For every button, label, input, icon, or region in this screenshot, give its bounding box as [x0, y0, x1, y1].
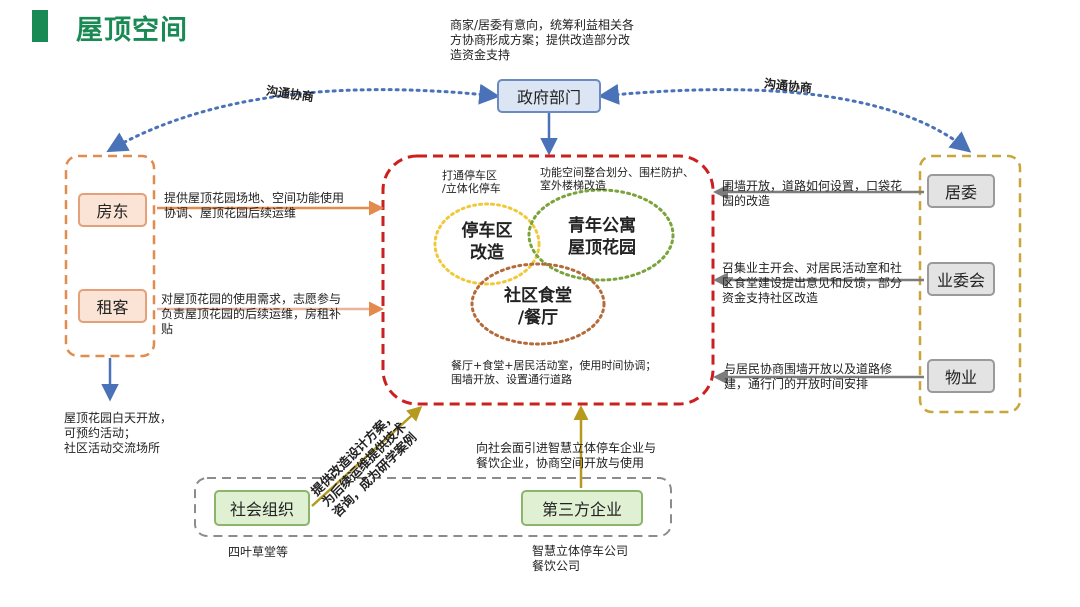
- third-party-sub: 智慧立体停车公司 餐饮公司: [532, 544, 629, 573]
- social-org-box: 社会组织: [214, 490, 310, 526]
- third-party-note: 向社会面引进智慧立体停车企业与 餐饮企业，协商空间开放与使用: [476, 441, 657, 470]
- circle-parking-label: 停车区 改造: [461, 221, 513, 263]
- parking-note: 打通停车区 /立体化停车: [442, 169, 501, 195]
- property-box: 物业: [927, 359, 995, 393]
- page-title: 屋顶空间: [76, 15, 188, 46]
- owners-committee-box: 业委会: [927, 262, 995, 296]
- right-group-container: [918, 154, 1022, 414]
- bottom-group-container: [194, 477, 672, 537]
- left-group-container: [64, 154, 156, 358]
- title-accent-bar: [32, 10, 48, 42]
- landlord-box: 房东: [78, 193, 147, 227]
- government-note: 商家/居委有意向，统筹利益相关各 方协商形成方案；提供改造部分改 造资金支持: [450, 18, 635, 62]
- circle-youth: [527, 188, 675, 282]
- communication-arc-right: [597, 83, 972, 153]
- third-party-box: 第三方企业: [521, 490, 643, 526]
- tenant-box: 租客: [78, 289, 147, 323]
- circle-parking: [433, 202, 541, 286]
- left-outcome-note: 屋顶花园白天开放， 可预约活动； 社区活动交流场所: [64, 411, 173, 455]
- owners-committee-note: 召集业主开会、对居民活动室和社 区食堂建设提出意见和反馈，部分 资金支持社区改造: [722, 261, 903, 305]
- social-org-sub: 四叶草堂等: [228, 545, 289, 559]
- youth-note: 功能空间整合划分、围栏防护、 室外楼梯改造: [540, 166, 694, 192]
- residents-committee-note: 围墙开放，道路如何设置，口袋花 园的改造: [722, 179, 903, 208]
- circle-canteen: [470, 262, 606, 346]
- social-org-arrow: [311, 405, 423, 507]
- residents-committee-box: 居委: [927, 174, 995, 208]
- circle-canteen-label: 社区食堂 /餐厅: [504, 286, 572, 328]
- communication-arc-left: [106, 83, 501, 153]
- tenant-note: 对屋顶花园的使用需求，志愿参与 负责屋顶花园的后续运维，房租补 贴: [161, 292, 342, 336]
- landlord-note: 提供屋顶花园场地、空间功能使用 协调、屋顶花园后续运维: [164, 191, 345, 220]
- center-bottom-note: 餐厅+食堂+居民活动室，使用时间协调； 围墙开放、设置通行道路: [451, 359, 657, 386]
- government-box: 政府部门: [497, 79, 601, 113]
- circle-youth-label: 青年公寓 屋顶花园: [568, 216, 636, 258]
- property-note: 与居民协商围墙开放以及道路修 建，通行门的开放时间安排: [724, 362, 893, 391]
